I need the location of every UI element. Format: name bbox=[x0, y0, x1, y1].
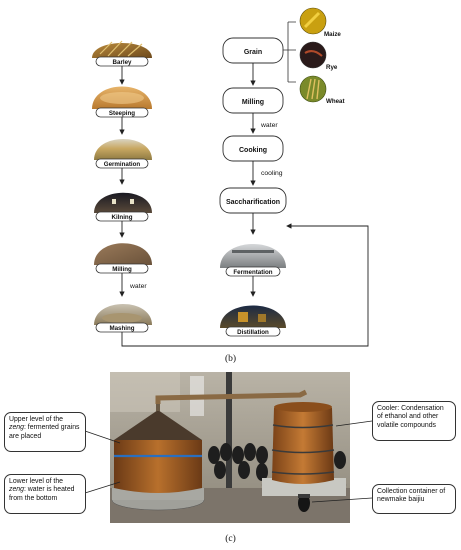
zeng-lid bbox=[114, 410, 202, 440]
still-photo bbox=[84, 372, 373, 523]
barley-step: Barley bbox=[92, 40, 152, 67]
fermentation-photo bbox=[220, 244, 286, 268]
rye-photo bbox=[299, 41, 327, 69]
callout-upper-text-1: Upper level of the bbox=[9, 416, 64, 423]
callout-lower-zeng: zeng bbox=[9, 486, 24, 494]
malt-pipeline: Barley Steeping Germination Kilning bbox=[92, 40, 152, 333]
saccharification-label: Saccharification bbox=[226, 199, 280, 206]
maize-item: Maize bbox=[299, 7, 341, 38]
steeping-label: Steeping bbox=[109, 110, 135, 117]
pointer-lower bbox=[84, 481, 121, 494]
wheat-item: Wheat bbox=[299, 75, 345, 105]
callout-lower-text-2: : water is heated from the bottom bbox=[9, 486, 75, 502]
distillation-label: Distillation bbox=[237, 329, 269, 336]
callout-lower-text-1: Lower level of the bbox=[9, 478, 64, 485]
caption-b: (b) bbox=[225, 353, 236, 364]
kilning-photo bbox=[94, 192, 152, 213]
callout-upper-level: Upper level of the zeng: fermented grain… bbox=[4, 412, 86, 452]
germination-step: Germination bbox=[94, 139, 152, 169]
callout-upper-text-2: : fermented grains are placed bbox=[9, 424, 80, 440]
distillation-label-box bbox=[225, 326, 281, 337]
cooling-label: cooling bbox=[261, 170, 283, 177]
barley-label: Barley bbox=[113, 59, 132, 66]
wheat-label: Wheat bbox=[326, 98, 345, 105]
callout-lower-level: Lower level of the zeng: water is heated… bbox=[4, 474, 86, 514]
pointer-upper bbox=[84, 430, 121, 444]
barley-texture bbox=[99, 40, 143, 57]
loop-mashing-to-fermentation bbox=[121, 223, 369, 347]
rye-item: Rye bbox=[299, 41, 338, 71]
jars bbox=[208, 443, 346, 481]
steeping-step: Steeping bbox=[92, 86, 152, 118]
germination-photo bbox=[94, 139, 152, 160]
collection-jar bbox=[298, 494, 310, 512]
grain-label: Grain bbox=[244, 49, 262, 56]
pointer-cooler bbox=[335, 420, 373, 427]
grain-pipeline: Grain Maize Rye Wheat Milling water Cook… bbox=[219, 7, 345, 337]
germination-label: Germination bbox=[104, 161, 141, 168]
kilning-step: Kilning bbox=[94, 192, 152, 222]
maize-label: Maize bbox=[324, 31, 341, 38]
callout-collection: Collection container of newmake baijiu bbox=[372, 484, 456, 514]
distillation-step: Distillation bbox=[220, 305, 286, 337]
grain-bracket bbox=[283, 21, 296, 83]
mashing-step: Mashing bbox=[94, 304, 152, 333]
rye-label: Rye bbox=[326, 64, 338, 71]
right-water-label: water bbox=[260, 122, 278, 129]
left-water-label: water bbox=[129, 283, 147, 290]
pointer-collection bbox=[311, 497, 373, 503]
callout-cooler-text: Cooler: Condensation of ethanol and othe… bbox=[377, 405, 444, 429]
cooking-label: Cooking bbox=[239, 147, 267, 154]
vapor-pipe bbox=[155, 389, 308, 404]
fermentation-step: Fermentation bbox=[220, 244, 286, 277]
milling-step: Milling bbox=[94, 243, 152, 274]
right-milling-label: Milling bbox=[242, 99, 264, 106]
zeng-vessel bbox=[111, 401, 205, 511]
callout-collection-text: Collection container of newmake baijiu bbox=[377, 488, 446, 504]
caption-c: (c) bbox=[225, 533, 236, 544]
callout-upper-zeng: zeng bbox=[9, 424, 24, 432]
distillation-photo bbox=[220, 305, 286, 328]
fermentation-label: Fermentation bbox=[233, 269, 272, 276]
barley-photo bbox=[92, 43, 152, 58]
milling-photo bbox=[94, 243, 152, 265]
cooler-vessel bbox=[261, 402, 347, 496]
kilning-label: Kilning bbox=[112, 214, 133, 221]
callout-cooler: Cooler: Condensation of ethanol and othe… bbox=[372, 401, 456, 441]
milling-label: Milling bbox=[112, 266, 132, 273]
mashing-label: Mashing bbox=[109, 325, 134, 332]
